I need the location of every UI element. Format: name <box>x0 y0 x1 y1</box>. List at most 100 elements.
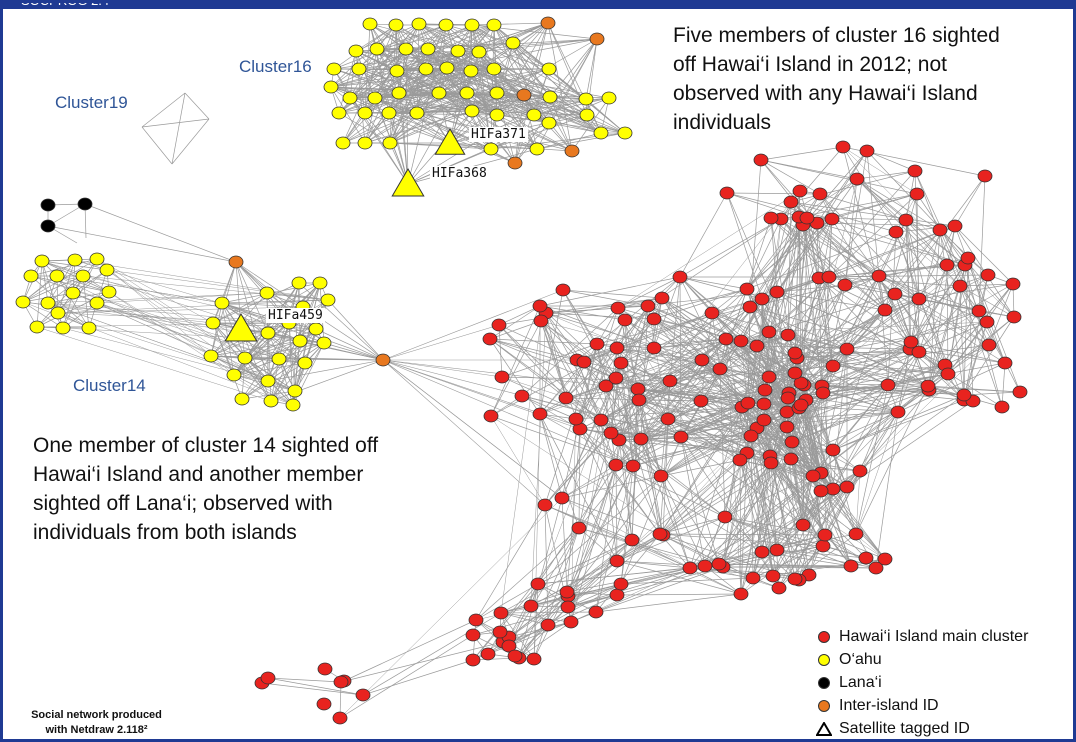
network-edge <box>816 222 956 227</box>
network-node <box>409 106 425 120</box>
network-node <box>492 625 508 639</box>
network-edge <box>832 351 920 490</box>
network-node <box>956 388 972 402</box>
network-edge <box>787 364 946 399</box>
network-edge <box>786 310 980 428</box>
network-edge <box>508 583 539 638</box>
network-edge <box>389 92 468 144</box>
network-edge <box>57 306 304 314</box>
network-edge <box>235 261 304 308</box>
network-edge <box>909 348 1003 408</box>
network-edge <box>540 320 602 421</box>
network-edge <box>418 23 550 70</box>
network-edge <box>776 549 867 559</box>
legend-label: Hawai‘i Island main cluster <box>839 627 1029 645</box>
yellow-dot-icon <box>818 653 830 666</box>
network-node <box>431 86 447 100</box>
network-node <box>749 339 765 353</box>
network-edge <box>610 400 702 434</box>
network-edge <box>887 274 989 386</box>
network-node <box>754 545 770 559</box>
network-node <box>99 263 115 277</box>
network-edge <box>740 216 800 342</box>
network-edge <box>315 328 384 361</box>
network-edge <box>382 359 634 467</box>
network-node <box>541 62 557 76</box>
network-edge <box>416 112 516 164</box>
network-edge <box>659 533 826 536</box>
network-node <box>40 198 56 212</box>
network-edge <box>791 385 929 443</box>
network-edge <box>501 376 671 382</box>
network-edge <box>438 92 573 152</box>
network-edge <box>382 289 564 361</box>
network-node <box>263 394 279 408</box>
network-node <box>742 300 758 314</box>
network-node <box>579 108 595 122</box>
network-edge <box>338 92 440 114</box>
network-edge <box>787 229 941 399</box>
cluster14-label: Cluster14 <box>73 376 146 395</box>
network-node <box>40 219 56 233</box>
network-node <box>542 90 558 104</box>
network-edge <box>647 218 782 307</box>
network-node <box>763 211 779 225</box>
network-edge <box>624 319 743 408</box>
network-node <box>909 187 925 201</box>
network-edge <box>780 193 821 220</box>
legend-item-lanai: Lana‘i <box>815 671 1028 694</box>
network-node <box>589 337 605 351</box>
network-edge <box>760 159 808 219</box>
social-network-graph <box>15 16 1028 725</box>
network-node <box>940 367 956 381</box>
network-node <box>259 286 275 300</box>
network-edge <box>96 292 268 304</box>
network-edge <box>701 331 770 361</box>
network-edge <box>523 94 538 150</box>
network-node <box>630 382 646 396</box>
network-edge <box>800 404 857 535</box>
network-edge <box>724 516 826 536</box>
network-node <box>491 318 507 332</box>
network-edge <box>947 257 969 375</box>
network-edge <box>47 302 90 329</box>
network-node <box>81 321 97 335</box>
network-edge <box>725 338 742 595</box>
network-edge <box>22 275 84 303</box>
network-edge <box>750 435 780 589</box>
network-edge <box>536 38 598 150</box>
network-edge <box>342 112 418 144</box>
network-edge <box>778 545 824 589</box>
network-edge <box>382 359 607 387</box>
network-edge <box>539 413 618 562</box>
network-node <box>753 153 769 167</box>
network-node <box>610 301 626 315</box>
network-edge <box>298 282 384 361</box>
network-edge <box>790 170 916 203</box>
network-edge <box>533 97 610 116</box>
network-edge <box>760 159 821 195</box>
network-edge <box>362 612 502 696</box>
network-node <box>463 64 479 78</box>
network-edge <box>768 222 818 333</box>
network-node <box>997 356 1013 370</box>
network-node <box>613 577 629 591</box>
network-node <box>740 396 756 410</box>
network-edge <box>875 411 899 569</box>
network-edge <box>539 334 789 415</box>
network-edge <box>566 567 691 593</box>
network-edge <box>764 348 848 391</box>
network-edge <box>855 470 861 535</box>
network-edge <box>617 190 801 309</box>
network-edge <box>508 583 622 647</box>
network-edge <box>939 229 1015 318</box>
network-edge <box>910 283 1014 343</box>
network-edge <box>768 331 814 477</box>
network-edge <box>566 591 618 596</box>
network-edge <box>615 464 618 562</box>
network-node <box>761 325 777 339</box>
network-edge <box>802 385 823 526</box>
network-edge <box>438 92 525 96</box>
network-node <box>877 303 893 317</box>
network-edge <box>339 634 474 719</box>
